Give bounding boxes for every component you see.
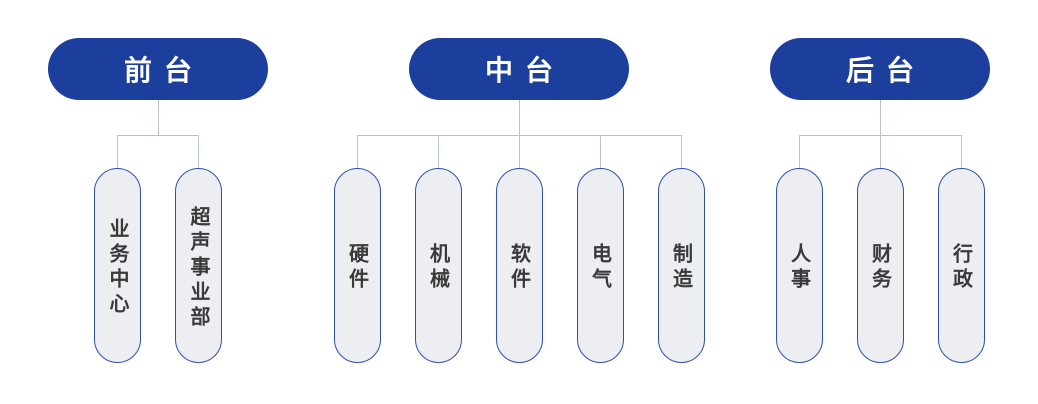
connector-stub-cell xyxy=(94,135,141,168)
connector-stub xyxy=(680,135,682,168)
connector-stub xyxy=(960,135,962,168)
children-row-back-office: 人事 财务 行政 xyxy=(775,168,985,363)
connector-stem xyxy=(157,100,159,135)
node-label: 软件 xyxy=(507,243,530,293)
connector-stubs xyxy=(94,135,222,168)
connector-stub-cell xyxy=(334,135,381,168)
group-front-office: 前台 业务中心 超声事业部 xyxy=(48,38,268,363)
connector-stub-cell xyxy=(415,135,462,168)
connector-stub-cell xyxy=(496,135,543,168)
node-label: 机械 xyxy=(426,243,449,293)
children-row-front-office: 业务中心 超声事业部 xyxy=(94,168,222,363)
connector-front-office xyxy=(94,100,222,168)
node-label: 制造 xyxy=(669,243,692,293)
connector-stub xyxy=(879,135,881,168)
connector-stub xyxy=(117,135,118,168)
node-hr: 人事 xyxy=(775,168,823,363)
connector-stub xyxy=(798,135,800,168)
connector-stub-cell xyxy=(658,135,705,168)
node-ultrasound-division: 超声事业部 xyxy=(175,168,222,363)
node-label: 人事 xyxy=(787,243,810,293)
connector-stub-cell xyxy=(175,135,222,168)
connector-stub-cell xyxy=(776,135,823,168)
connector-stub-cell xyxy=(577,135,624,168)
connector-stub xyxy=(437,135,439,168)
connector-stubs xyxy=(776,135,985,168)
connector-stub xyxy=(356,135,358,168)
connector-middle-office xyxy=(334,100,705,168)
group-header-label: 中台 xyxy=(484,55,565,86)
node-manufacturing: 制造 xyxy=(657,168,705,363)
connector-rail xyxy=(117,135,199,136)
node-machinery: 机械 xyxy=(414,168,462,363)
group-header-middle-office: 中台 xyxy=(409,38,629,100)
node-finance: 财务 xyxy=(856,168,904,363)
node-label: 业务中心 xyxy=(106,218,128,318)
children-row-middle-office: 硬件 机械 软件 电气 制造 xyxy=(333,168,705,363)
connector-stubs xyxy=(334,135,705,168)
node-electrical: 电气 xyxy=(576,168,624,363)
connector-back-office xyxy=(776,100,985,168)
connector-stem xyxy=(879,100,881,135)
node-label: 超声事业部 xyxy=(187,205,209,331)
node-hardware: 硬件 xyxy=(333,168,381,363)
group-header-back-office: 后台 xyxy=(770,38,990,100)
connector-stub-cell xyxy=(857,135,904,168)
connector-stub-cell xyxy=(938,135,985,168)
node-software: 软件 xyxy=(495,168,543,363)
node-label: 行政 xyxy=(949,243,972,293)
group-back-office: 后台 人事 财务 行政 xyxy=(770,38,990,363)
connector-stub xyxy=(198,135,199,168)
node-admin: 行政 xyxy=(937,168,985,363)
node-label: 电气 xyxy=(588,243,611,293)
group-header-label: 后台 xyxy=(845,55,926,86)
group-middle-office: 中台 硬件 机械 软件 电气 xyxy=(333,38,705,363)
group-header-front-office: 前台 xyxy=(48,38,268,100)
connector-stub xyxy=(518,135,520,168)
group-header-label: 前台 xyxy=(123,55,204,86)
node-label: 硬件 xyxy=(345,243,368,293)
connector-stub xyxy=(599,135,601,168)
node-business-center: 业务中心 xyxy=(94,168,141,363)
connector-stem xyxy=(518,100,520,135)
node-label: 财务 xyxy=(868,243,891,293)
